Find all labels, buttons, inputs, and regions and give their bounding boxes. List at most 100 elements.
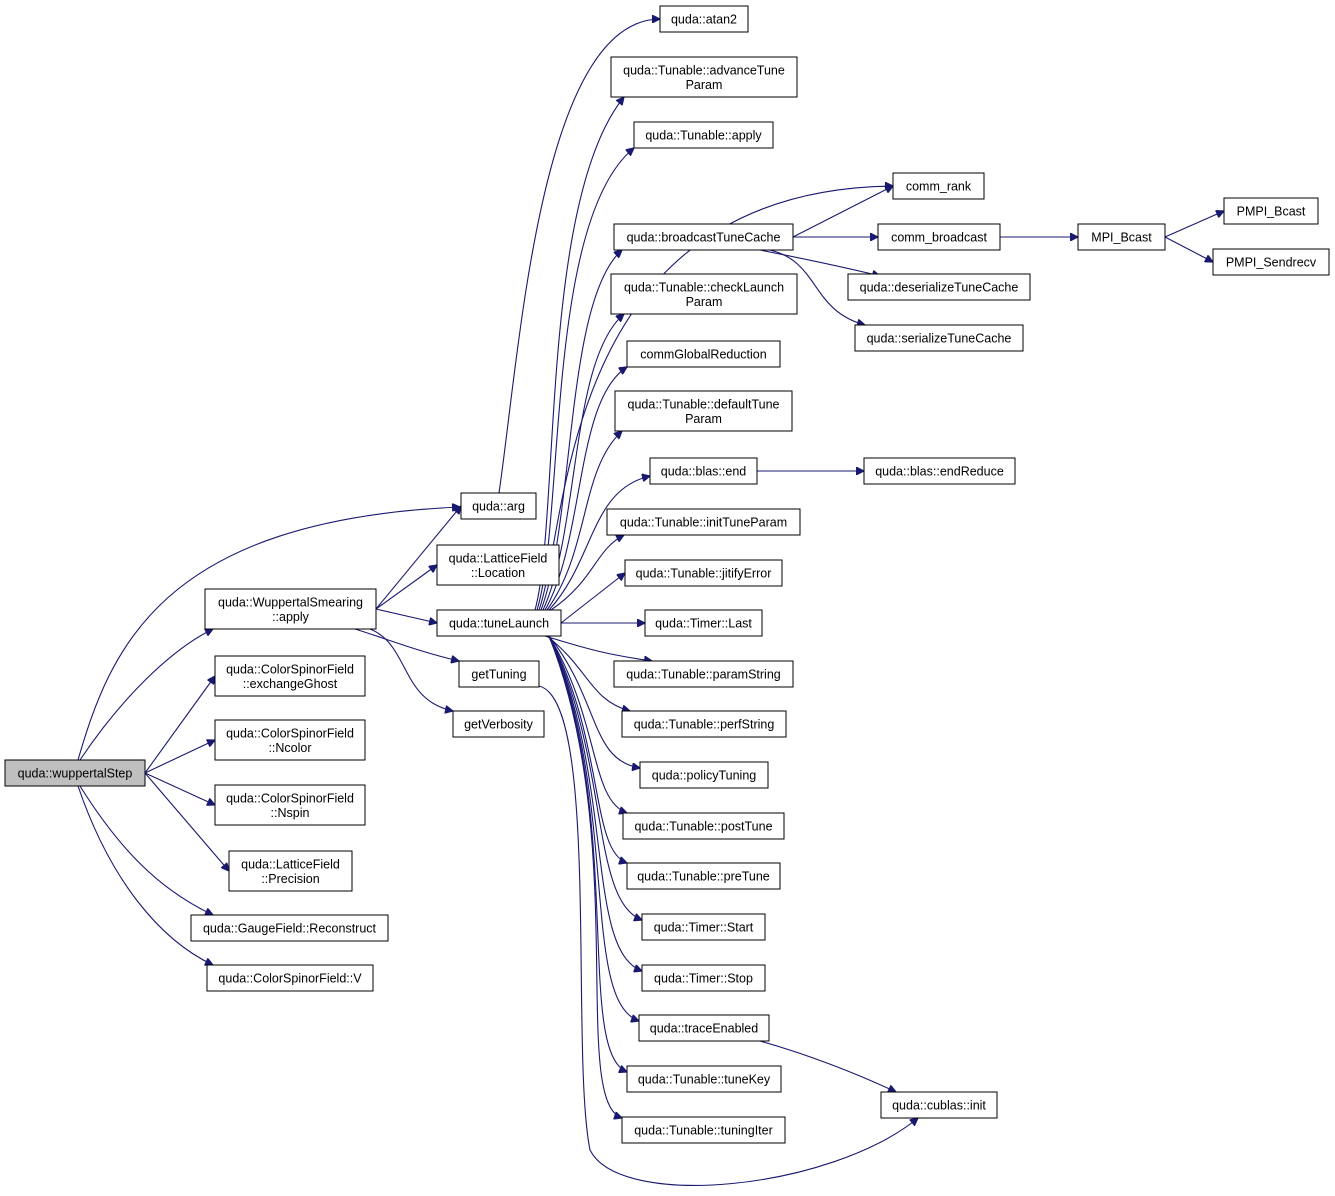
node-label: quda::Timer::Last — [655, 617, 752, 631]
edge-tuneLaunch-to-tuningIter — [548, 635, 622, 1118]
edge-tuneLaunch-to-policyTuning — [548, 635, 640, 768]
node-wsApply[interactable]: quda::WuppertalSmearing::apply — [204, 588, 377, 630]
node-deserializeTuneCache[interactable]: quda::deserializeTuneCache — [847, 273, 1031, 301]
node-box — [1212, 248, 1330, 276]
edge-tuneLaunch-to-perfString — [546, 635, 630, 711]
node-box — [639, 761, 769, 789]
edge-getTuning-to-cublasInit — [538, 685, 918, 1186]
node-perfString[interactable]: quda::Tunable::perfString — [621, 710, 787, 738]
node-label: quda::Tunable::checkLaunch — [624, 280, 784, 294]
edge-tuneLaunch-to-paramString — [544, 635, 652, 661]
node-label: quda::GaugeField::Reconstruct — [203, 922, 377, 936]
node-reconstruct[interactable]: quda::GaugeField::Reconstruct — [190, 914, 389, 942]
node-timerLast[interactable]: quda::Timer::Last — [644, 609, 763, 637]
node-label: Param — [685, 412, 722, 426]
node-label: quda::Tunable::preTune — [637, 870, 770, 884]
node-arg[interactable]: quda::arg — [460, 492, 537, 520]
node-label: quda::ColorSpinorField::V — [218, 972, 362, 986]
node-wuppertalStep[interactable]: quda::wuppertalStep — [4, 759, 146, 787]
node-tuningIter[interactable]: quda::Tunable::tuningIter — [621, 1116, 786, 1144]
node-box — [606, 508, 801, 536]
node-tuneLaunch[interactable]: quda::tuneLaunch — [436, 609, 562, 637]
node-label: commGlobalReduction — [640, 348, 766, 362]
node-ncolor[interactable]: quda::ColorSpinorField::Ncolor — [214, 719, 366, 761]
node-jitifyError[interactable]: quda::Tunable::jitifyError — [624, 559, 783, 587]
node-label: quda::wuppertalStep — [18, 767, 133, 781]
edge-path — [1164, 236, 1213, 262]
node-label: quda::Tunable::perfString — [634, 718, 775, 732]
node-atan2[interactable]: quda::atan2 — [659, 5, 749, 33]
node-blasEnd[interactable]: quda::blas::end — [649, 457, 758, 485]
node-timerStart[interactable]: quda::Timer::Start — [641, 913, 766, 941]
node-broadcastTuneCache[interactable]: quda::broadcastTuneCache — [613, 223, 794, 251]
node-box — [877, 223, 1001, 251]
edge-tuneLaunch-to-tunableApply — [536, 148, 634, 611]
edge-path — [144, 772, 215, 805]
node-label: ::Ncolor — [268, 741, 311, 755]
node-box — [633, 121, 774, 149]
node-serializeTuneCache[interactable]: quda::serializeTuneCache — [854, 324, 1024, 352]
node-cublasInit[interactable]: quda::cublas::init — [880, 1091, 998, 1119]
edge-tuneLaunch-to-initTuneParam — [550, 535, 624, 611]
node-nspin[interactable]: quda::ColorSpinorField::Nspin — [214, 784, 366, 826]
edge-tuneLaunch-to-timerStart — [548, 635, 642, 920]
node-commGlobalReduction[interactable]: commGlobalReduction — [626, 340, 781, 368]
node-commBroadcast[interactable]: comm_broadcast — [877, 223, 1001, 251]
node-commRank[interactable]: comm_rank — [892, 172, 985, 200]
node-box — [458, 660, 540, 688]
edge-wuppertalStep-to-csfV — [77, 785, 213, 965]
node-box — [892, 172, 985, 200]
node-precision[interactable]: quda::LatticeField::Precision — [228, 850, 353, 892]
node-label: PMPI_Bcast — [1237, 205, 1306, 219]
node-location[interactable]: quda::LatticeField::Location — [436, 544, 560, 586]
node-postTune[interactable]: quda::Tunable::postTune — [622, 812, 785, 840]
node-traceEnabled[interactable]: quda::traceEnabled — [638, 1014, 770, 1042]
edge-mpiBcast-to-pmpiSendrecv — [1164, 236, 1213, 262]
node-box — [880, 1091, 998, 1119]
node-label: quda::ColorSpinorField — [226, 726, 354, 740]
edge-path — [77, 507, 460, 761]
node-paramString[interactable]: quda::Tunable::paramString — [613, 660, 794, 688]
edge-wuppertalStep-to-reconstruct — [79, 785, 213, 915]
edge-wuppertalStep-to-precision — [144, 772, 229, 871]
edge-path — [144, 740, 215, 774]
edge-path — [759, 1040, 896, 1092]
node-label: quda::atan2 — [671, 13, 737, 27]
node-label: getVerbosity — [464, 718, 534, 732]
node-box — [626, 340, 781, 368]
edge-path — [79, 629, 213, 761]
node-getVerbosity[interactable]: getVerbosity — [452, 710, 545, 738]
node-initTuneParam[interactable]: quda::Tunable::initTuneParam — [606, 508, 801, 536]
node-label: comm_rank — [906, 180, 972, 194]
node-timerStop[interactable]: quda::Timer::Stop — [641, 964, 766, 992]
node-label: Param — [686, 78, 723, 92]
node-mpiBcast[interactable]: MPI_Bcast — [1077, 223, 1166, 251]
edge-path — [144, 676, 215, 774]
edge-path — [77, 785, 213, 965]
edge-arg-to-atan2 — [498, 19, 660, 494]
edge-path — [759, 249, 880, 276]
node-getTuning[interactable]: getTuning — [458, 660, 540, 688]
node-tuneKey[interactable]: quda::Tunable::tuneKey — [626, 1065, 782, 1093]
node-csfV[interactable]: quda::ColorSpinorField::V — [206, 964, 374, 992]
node-policyTuning[interactable]: quda::policyTuning — [639, 761, 769, 789]
node-pmpiSendrecv[interactable]: PMPI_Sendrecv — [1212, 248, 1330, 276]
edge-path — [538, 685, 918, 1186]
node-exchangeGhost[interactable]: quda::ColorSpinorField::exchangeGhost — [214, 655, 366, 697]
node-blasEndReduce[interactable]: quda::blas::endReduce — [863, 457, 1016, 485]
node-box — [4, 759, 146, 787]
node-pmpiBcast[interactable]: PMPI_Bcast — [1223, 197, 1319, 225]
edge-path — [544, 635, 652, 661]
node-box — [204, 588, 377, 630]
node-preTune[interactable]: quda::Tunable::preTune — [626, 862, 781, 890]
edge-mpiBcast-to-pmpiBcast — [1164, 211, 1224, 238]
edge-broadcastTuneCache-to-deserializeTuneCache — [759, 249, 880, 276]
node-label: quda::Tunable::apply — [645, 129, 762, 143]
node-tunableApply[interactable]: quda::Tunable::apply — [633, 121, 774, 149]
edge-tuneLaunch-to-blasEnd — [548, 476, 650, 611]
node-label: quda::Timer::Stop — [654, 972, 753, 986]
